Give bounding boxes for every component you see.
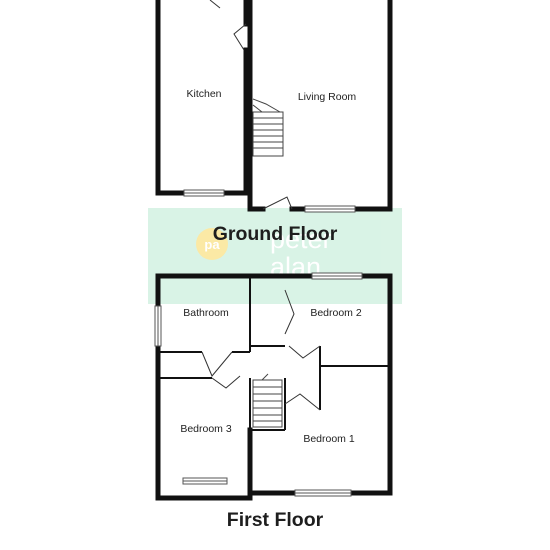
room-label-kitchen: Kitchen	[186, 88, 221, 100]
bathroom-door-swing	[201, 351, 233, 377]
stairs-turn	[252, 98, 281, 113]
kitchen-wall-bottom	[155, 47, 249, 196]
first-floor-doors	[201, 289, 321, 411]
room-label-bedroom-1: Bedroom 1	[303, 433, 355, 445]
bedroom2-door-swing-b	[288, 345, 321, 359]
ground-floor-plan	[155, 0, 393, 212]
stairs-outline	[252, 111, 284, 157]
ground-floor-title: Ground Floor	[213, 223, 338, 245]
stair-tread	[252, 104, 263, 113]
bedroom2-door-swing	[284, 289, 295, 335]
ground-floor-stairs	[252, 98, 284, 157]
top-door-fragment	[209, 0, 221, 9]
front-door-swing	[262, 196, 293, 210]
kitchen-door-swing	[233, 23, 247, 51]
bedroom3-door-swing	[211, 375, 241, 389]
first-floor-stairs	[252, 373, 283, 428]
room-label-bathroom: Bathroom	[183, 307, 229, 319]
first-floor-title: First Floor	[227, 509, 324, 531]
ground-floor-doors	[209, 0, 293, 210]
bedroom1-door-swing	[284, 393, 321, 411]
first-floor-windows	[154, 272, 363, 497]
watermark-text-line1: peter	[270, 224, 332, 254]
watermark-logo-badge	[196, 228, 228, 260]
room-label-bedroom-3: Bedroom 3	[180, 423, 232, 435]
ground-floor-windows	[183, 189, 356, 213]
room-label-bedroom-2: Bedroom 2	[310, 307, 362, 319]
first-floor-partitions	[158, 276, 390, 431]
watermark-panel	[148, 208, 402, 304]
stair-winder	[261, 373, 269, 381]
room-label-living-room: Living Room	[298, 91, 357, 103]
watermark-logo-text: pa	[204, 237, 220, 252]
stairs-outline	[252, 379, 283, 428]
